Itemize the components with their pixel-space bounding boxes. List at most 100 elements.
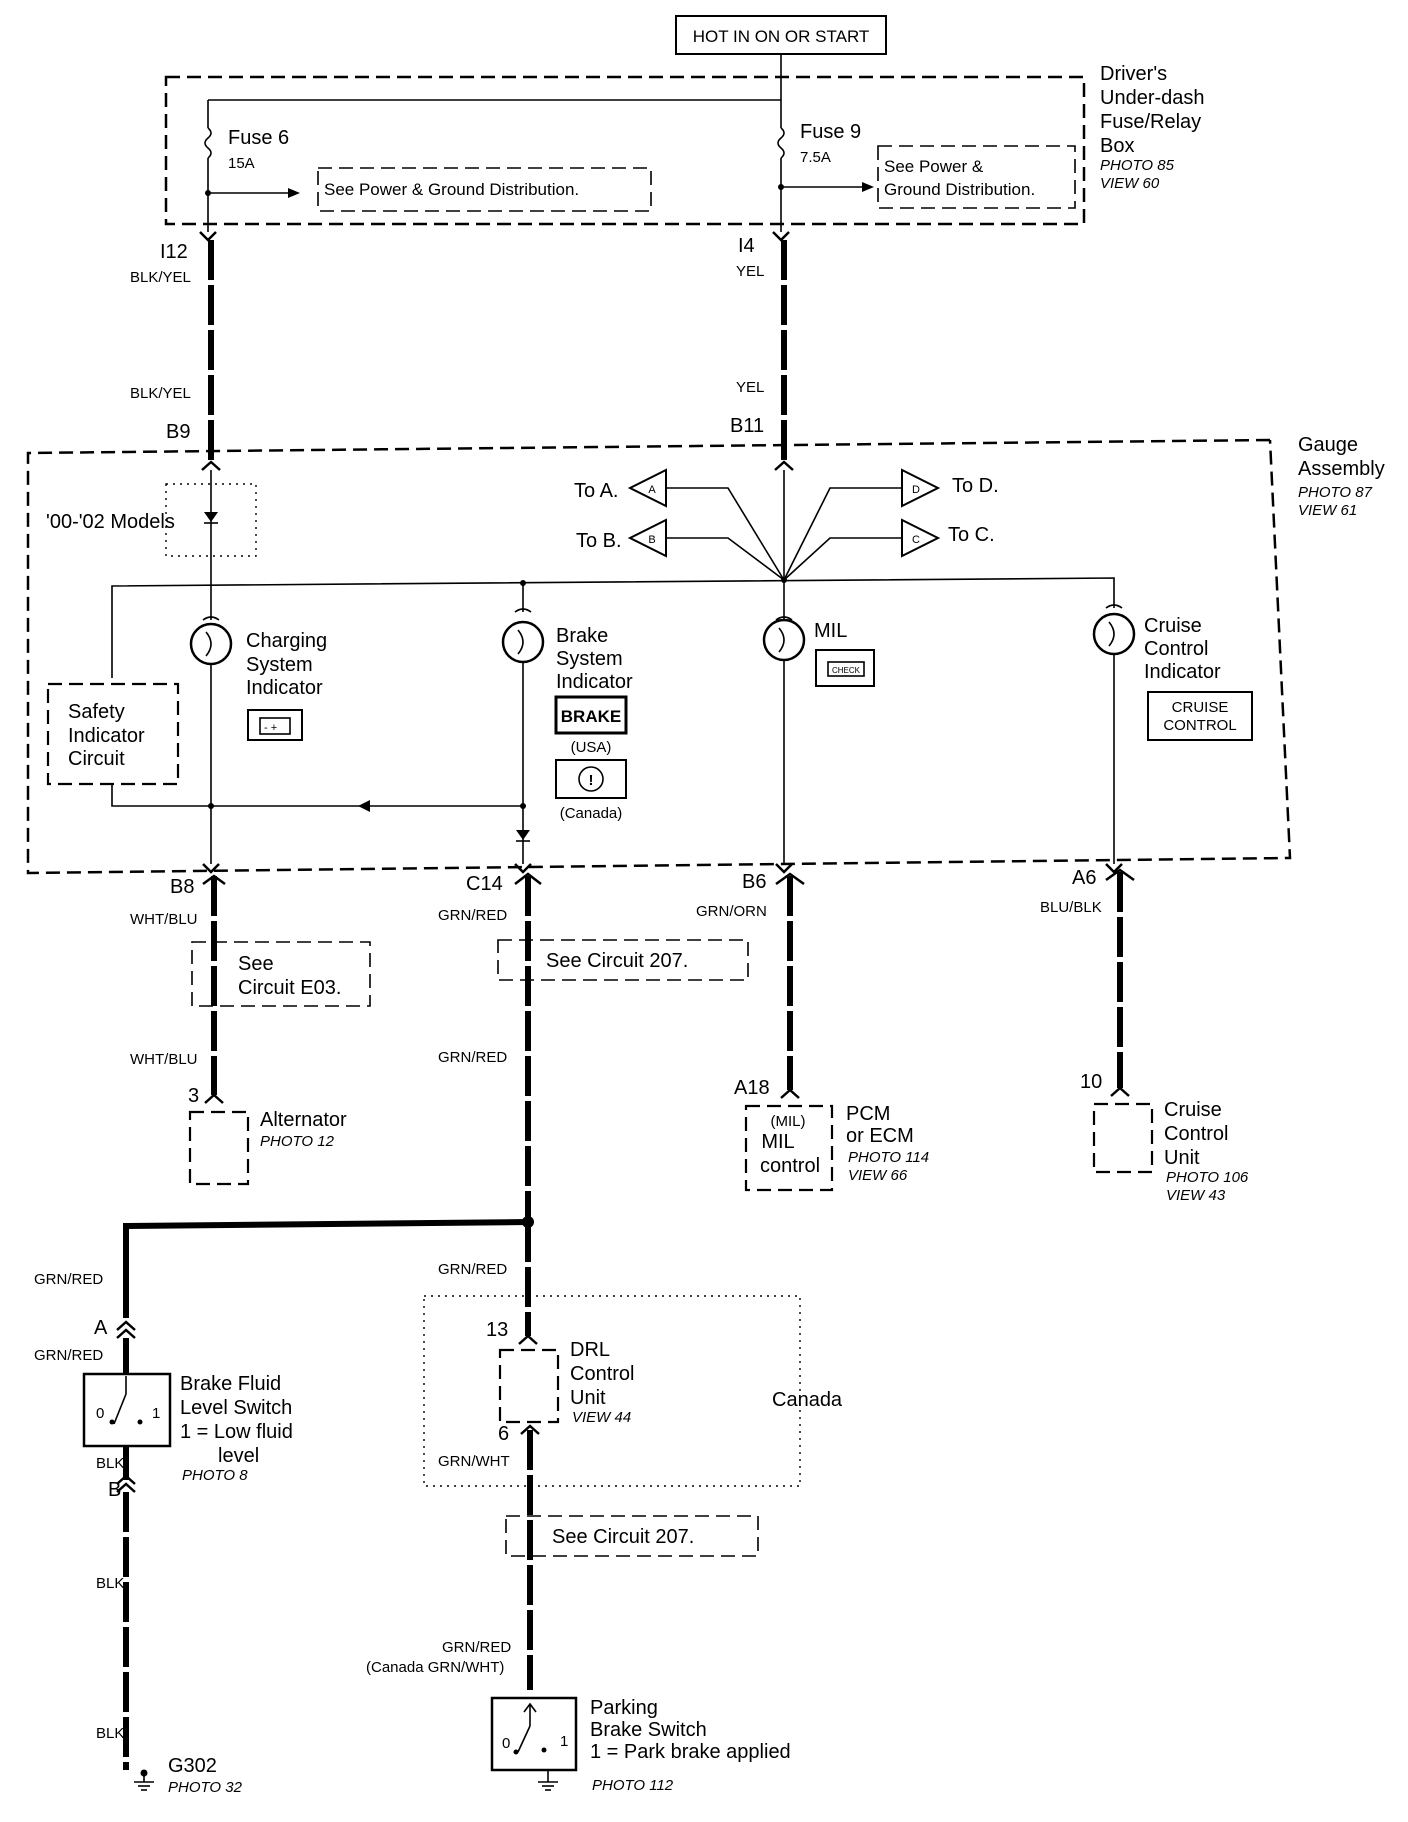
fuse-box-photo: PHOTO 85 (1100, 157, 1175, 174)
ground-photo: PHOTO 32 (168, 1779, 243, 1796)
safety-3: Circuit (68, 748, 125, 770)
grn-red-a: GRN/RED (34, 1347, 103, 1364)
bfl-4: level (218, 1445, 259, 1467)
safety-1: Safety (68, 701, 125, 723)
b6-color: GRN/ORN (696, 903, 767, 920)
cruise-ind-1: Cruise (1144, 615, 1202, 637)
check-badge: CHECK (832, 666, 861, 675)
pcm-view: VIEW 66 (848, 1167, 908, 1184)
fuse-box-view: VIEW 60 (1100, 175, 1160, 192)
fuse-9-ref-1: See Power & (884, 157, 984, 176)
to-b: To B. (576, 530, 622, 552)
pcm-1: PCM (846, 1103, 890, 1125)
hot-in-on-or-start-box (675, 15, 887, 55)
c14-color2: GRN/RED (438, 1049, 507, 1066)
conn-i12: I12 (160, 241, 188, 263)
wire-color-blk-yel-top: BLK/YEL (130, 269, 191, 286)
to-a: To A. (574, 480, 618, 502)
to-d: To D. (952, 475, 999, 497)
brake-1: Brake (556, 625, 608, 647)
models-00-02-box (165, 483, 257, 557)
blk-2: BLK (96, 1575, 124, 1592)
charging-3: Indicator (246, 677, 323, 699)
pb-sw-0: 0 (502, 1735, 510, 1752)
models-label: '00-'02 Models (46, 511, 175, 533)
bfl-photo: PHOTO 8 (182, 1467, 248, 1484)
drl-pin-out: 6 (498, 1423, 509, 1445)
c14-color: GRN/RED (438, 907, 507, 924)
wire-color-yel-mid: YEL (736, 379, 764, 396)
pb-photo: PHOTO 112 (592, 1777, 674, 1794)
ground-label: G302 (168, 1755, 217, 1777)
conn-a: A (94, 1317, 108, 1339)
gauge-photo: PHOTO 87 (1298, 484, 1373, 501)
alternator (188, 1110, 250, 1186)
battery-icon (247, 709, 303, 741)
gauge-assembly (26, 438, 1292, 875)
fuse-9-name: Fuse 9 (800, 121, 861, 143)
charging-2: System (246, 654, 313, 676)
gauge-name-2: Assembly (1298, 458, 1385, 480)
cruise-unit-2: Control (1164, 1123, 1228, 1145)
mil-label: MIL (814, 620, 847, 642)
bfl-1: Brake Fluid (180, 1373, 281, 1395)
fuse-6-ref: See Power & Ground Distribution. (324, 180, 579, 199)
svg-text:- +: - + (264, 722, 277, 734)
drl-1: DRL (570, 1339, 610, 1361)
safety-2: Indicator (68, 725, 145, 747)
cruise-ind-3: Indicator (1144, 661, 1221, 683)
grn-wht: GRN/WHT (438, 1453, 510, 1470)
gauge-view: VIEW 61 (1298, 502, 1357, 519)
connector-d-triangle (901, 468, 941, 508)
pb-color: GRN/RED (442, 1639, 511, 1656)
tri-c: C (912, 534, 920, 546)
pb-1: Parking (590, 1697, 658, 1719)
bfl-sw-0: 0 (96, 1405, 104, 1422)
pcm-2: or ECM (846, 1125, 914, 1147)
pin-a6: A6 (1072, 867, 1096, 889)
pin-c14: C14 (466, 873, 503, 895)
tri-b: B (648, 534, 655, 546)
charging-1: Charging (246, 630, 327, 652)
cruise-badge-2: CONTROL (1163, 717, 1236, 734)
pb-sw-1: 1 (560, 1733, 568, 1750)
to-c: To C. (948, 524, 995, 546)
cruise-view: VIEW 43 (1166, 1187, 1226, 1204)
diode-icon (204, 512, 218, 522)
see-e03-1: See (238, 953, 274, 975)
alt-pin: 3 (188, 1085, 199, 1107)
mil-ctrl-1: (MIL) (771, 1113, 806, 1130)
see-207b: See Circuit 207. (552, 1526, 694, 1548)
see-207b-box (505, 1515, 759, 1557)
fuse-6-rating: 15A (228, 155, 255, 172)
drl-view: VIEW 44 (572, 1409, 631, 1426)
grn-red-center: GRN/RED (438, 1261, 507, 1278)
wire-grn-red-branch (123, 1219, 529, 1318)
drl-2: Control (570, 1363, 634, 1385)
see-e03-box (191, 941, 371, 1007)
drl-control-unit (498, 1348, 560, 1424)
fuse-box-name-2: Under-dash (1100, 87, 1205, 109)
cruise-photo: PHOTO 106 (1166, 1169, 1249, 1186)
alt-photo: PHOTO 12 (260, 1133, 335, 1150)
safety-indicator-circuit (46, 682, 180, 786)
see-207-box (497, 939, 749, 981)
drl-pin-in: 13 (486, 1319, 508, 1341)
drl-3: Unit (570, 1387, 606, 1409)
grn-red-left: GRN/RED (34, 1271, 103, 1288)
hot-label: HOT IN ON OR START (693, 27, 870, 46)
bfl-sw-1: 1 (152, 1405, 160, 1422)
fuse-box-name-3: Fuse/Relay (1100, 111, 1201, 133)
cruise-ind-2: Control (1144, 638, 1208, 660)
fuse-9-rating: 7.5A (800, 149, 831, 166)
pcm-photo: PHOTO 114 (848, 1149, 929, 1166)
fuse-9-ref-2: Ground Distribution. (884, 180, 1035, 199)
cruise-unit-1: Cruise (1164, 1099, 1222, 1121)
fuse-box-name-1: Driver's (1100, 63, 1167, 85)
brake-canada: (Canada) (560, 805, 623, 822)
brake-fluid-level-switch (82, 1372, 172, 1448)
fuse-box-name-4: Box (1100, 135, 1134, 157)
cruise-control-unit (1092, 1102, 1154, 1174)
pb-3: 1 = Park brake applied (590, 1741, 791, 1763)
canada-region (423, 1295, 801, 1487)
